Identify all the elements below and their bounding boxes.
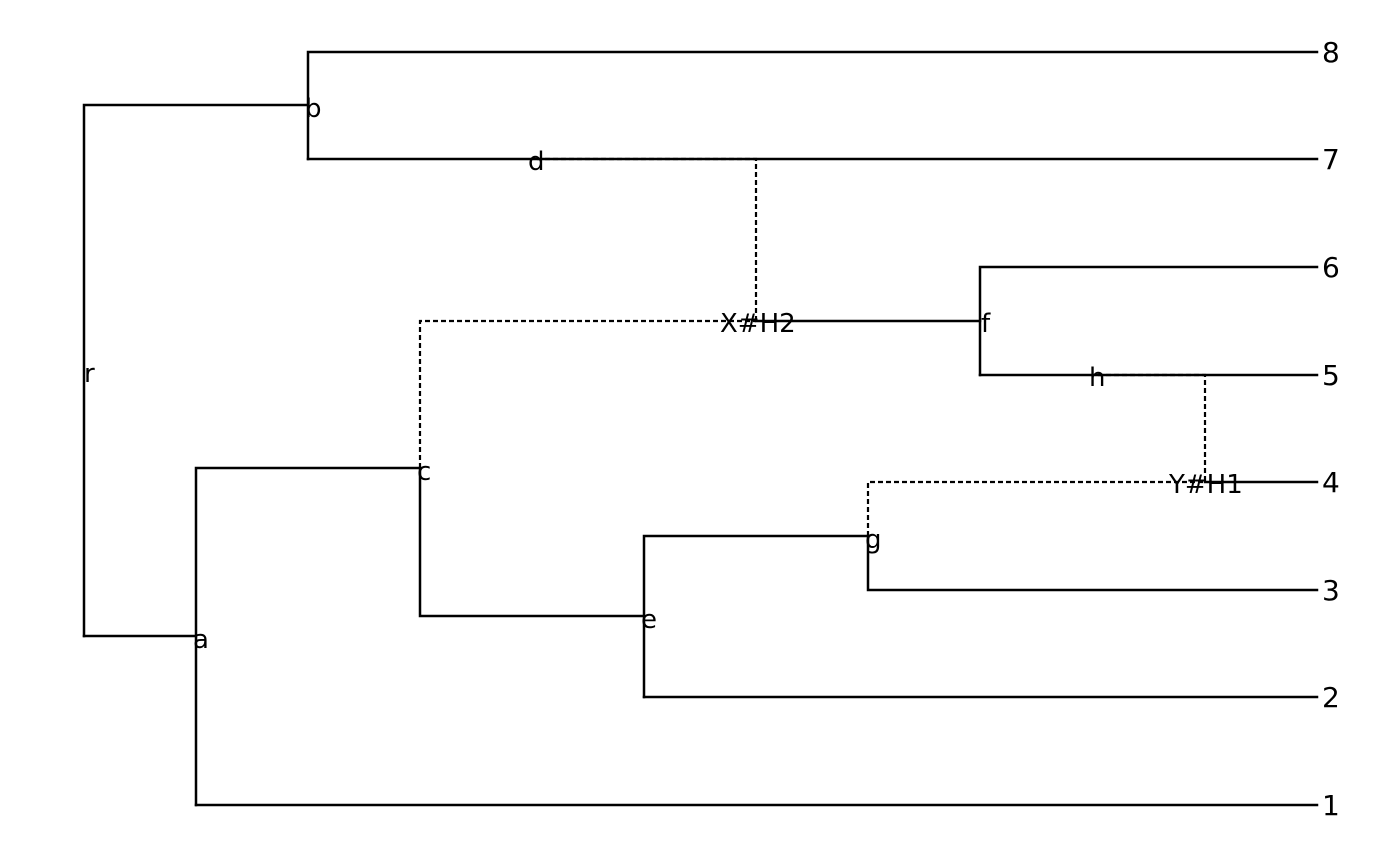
node-label-g: g — [865, 525, 882, 555]
edge-r-b — [82, 103, 310, 638]
node-label-h: h — [1089, 363, 1105, 393]
node-label-f: f — [981, 309, 991, 339]
label-layer: r b d a c e g X#H2 f h Y#H1 8 7 6 5 4 3 … — [84, 36, 1340, 822]
node-label-a: a — [193, 625, 209, 655]
leaf-label-3: 3 — [1322, 574, 1340, 607]
leaf-label-1: 1 — [1322, 789, 1340, 822]
leaf-label-5: 5 — [1322, 359, 1340, 392]
hybrid-edge-c-x — [418, 319, 756, 468]
leaf-label-2: 2 — [1322, 681, 1340, 714]
edge-c-e — [418, 466, 646, 618]
hybrid-edge-g-y — [866, 480, 1205, 536]
node-label-b: b — [305, 94, 322, 124]
edge-layer — [82, 50, 1319, 807]
leaf-label-4: 4 — [1322, 466, 1340, 499]
hybrid-edge-d-x — [537, 157, 758, 321]
edge-e-g — [642, 534, 870, 699]
hybrid-edge-h-y — [1098, 373, 1207, 482]
leaf-label-7: 7 — [1322, 143, 1340, 176]
leaf-label-8: 8 — [1322, 36, 1340, 69]
node-label-x-h2: X#H2 — [720, 309, 796, 339]
node-label-y-h1: Y#H1 — [1168, 470, 1243, 500]
edge-a-c — [194, 466, 422, 807]
node-label-e: e — [641, 605, 657, 635]
node-label-d: d — [528, 147, 545, 177]
node-label-r: r — [84, 359, 95, 389]
edge-f-6 — [978, 265, 1319, 377]
node-label-c: c — [417, 457, 431, 487]
leaf-label-6: 6 — [1322, 251, 1340, 284]
edge-b-8 — [306, 50, 1319, 161]
edge-g-3 — [866, 534, 1319, 592]
